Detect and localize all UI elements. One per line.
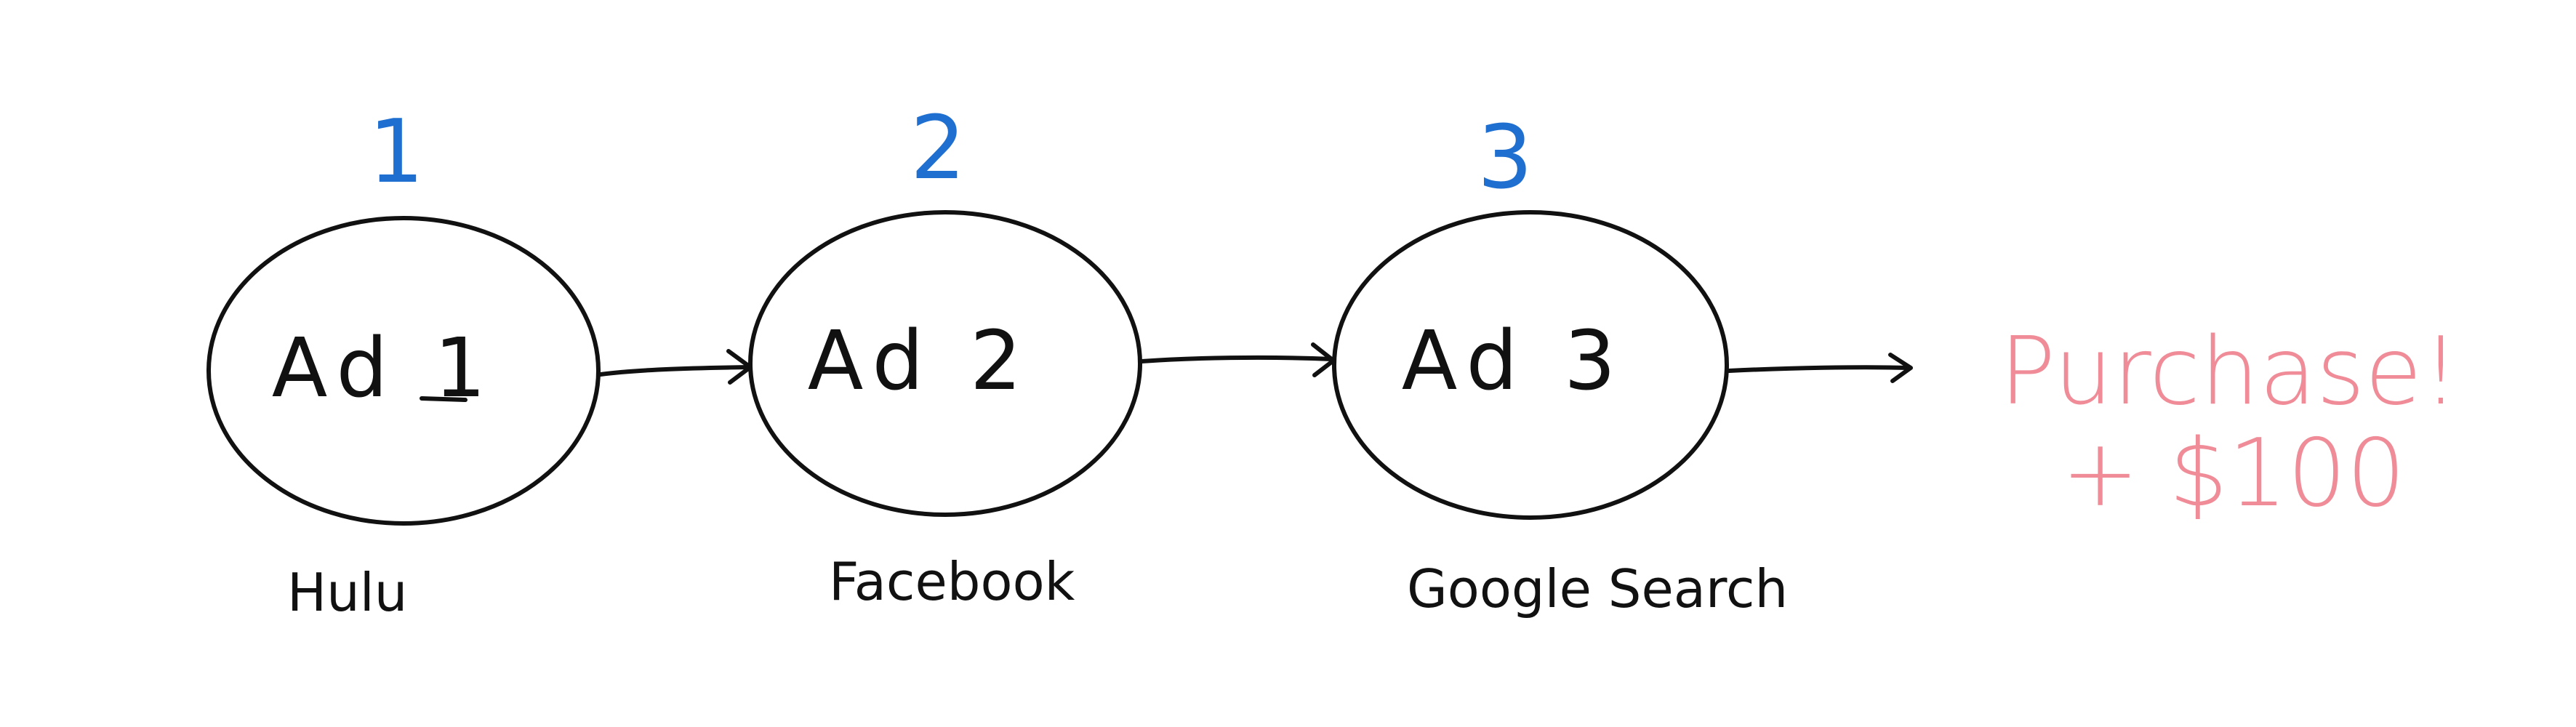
arrow-2-to-3-line — [1139, 355, 1334, 364]
node-1-ellipse — [206, 216, 601, 526]
arrow-1-to-2 — [598, 349, 753, 385]
node-3-ellipse — [1332, 210, 1729, 520]
node-2: 2 Ad 2 Facebook — [748, 98, 1142, 612]
node-2-label: Ad 2 — [808, 314, 1032, 409]
outcome: Purchase! + $100 — [1999, 318, 2460, 528]
arrow-3-to-outcome-head — [1888, 353, 1913, 383]
step-number-1: 1 — [369, 102, 424, 203]
node-3-channel: Google Search — [1407, 558, 1788, 619]
arrow-3-to-outcome-line — [1727, 365, 1911, 373]
node-2-channel: Facebook — [829, 551, 1075, 612]
node-1-channel: Hulu — [287, 562, 407, 623]
node-2-ellipse — [748, 210, 1142, 517]
node-3-label: Ad 3 — [1402, 314, 1626, 409]
step-number-3: 3 — [1477, 108, 1533, 209]
arrow-1-to-2-line — [598, 365, 751, 377]
node-1: 1 Ad 1 Hulu — [206, 102, 601, 623]
outcome-purchase: Purchase! — [1999, 318, 2460, 426]
arrow-3-to-outcome — [1727, 353, 1913, 383]
outcome-value: + $100 — [2061, 419, 2406, 528]
node-3: 3 Ad 3 Google Search — [1332, 108, 1788, 619]
step-number-2: 2 — [910, 98, 966, 199]
arrow-2-to-3 — [1139, 342, 1336, 377]
node-1-label-underline — [420, 396, 468, 402]
